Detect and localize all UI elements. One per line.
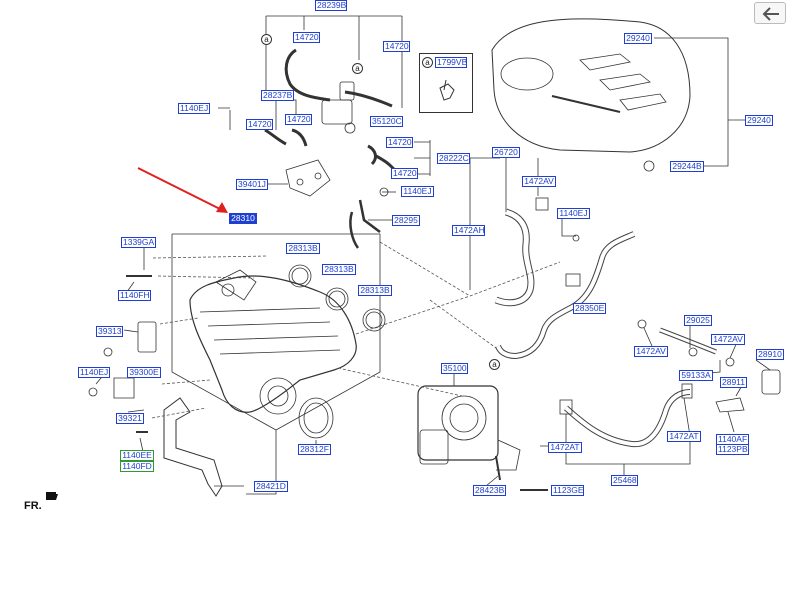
part-tag-1472AV[interactable]: 1472AV (522, 176, 556, 187)
part-tag-28237B[interactable]: 28237B (261, 90, 294, 101)
back-button[interactable] (754, 2, 786, 24)
part-tag-28313B[interactable]: 28313B (322, 264, 356, 275)
front-direction-label: FR. (24, 500, 42, 512)
clip-icon (439, 79, 455, 101)
part-tag-1472AV[interactable]: 1472AV (711, 334, 745, 345)
part-tag-1472AT[interactable]: 1472AT (548, 442, 582, 453)
part-tag-1140EJ[interactable]: 1140EJ (401, 186, 434, 197)
part-tag-59133A[interactable]: 59133A (679, 370, 713, 381)
red-arrow-pointer (137, 167, 228, 213)
part-tag-14720[interactable]: 14720 (246, 119, 273, 130)
circle-marker-a: a (422, 57, 433, 68)
part-tag-14720[interactable]: 14720 (386, 137, 413, 148)
part-tag-28310-highlighted[interactable]: 28310 (229, 213, 257, 224)
circle-marker-a: a (489, 359, 500, 370)
part-tag-1140EE[interactable]: 1140EE (120, 450, 154, 461)
part-tag-28421D[interactable]: 28421D (254, 481, 288, 492)
part-tag-14720[interactable]: 14720 (383, 41, 410, 52)
part-tag-1140EJ[interactable]: 1140EJ (557, 208, 590, 219)
part-tag-1799VB[interactable]: 1799VB (435, 57, 468, 68)
part-tag-14720[interactable]: 14720 (391, 168, 418, 179)
part-tag-25468[interactable]: 25468 (611, 475, 638, 486)
part-tag-1339GA[interactable]: 1339GA (121, 237, 156, 248)
part-tag-1140FD[interactable]: 1140FD (120, 461, 154, 472)
part-tag-29240[interactable]: 29240 (745, 115, 773, 126)
part-tag-1140FH[interactable]: 1140FH (118, 290, 151, 301)
part-tag-29244B[interactable]: 29244B (670, 161, 704, 172)
arrow-left-icon (762, 7, 779, 21)
part-tag-1123PB[interactable]: 1123PB (716, 444, 749, 455)
part-tag-39313[interactable]: 39313 (96, 326, 123, 337)
part-tag-39321[interactable]: 39321 (116, 413, 144, 424)
part-tag-28312F[interactable]: 28312F (298, 444, 331, 455)
part-tag-28423B[interactable]: 28423B (473, 485, 506, 496)
part-tag-28911[interactable]: 28911 (720, 377, 747, 388)
part-tag-28295[interactable]: 28295 (392, 215, 420, 226)
part-tag-28313B[interactable]: 28313B (286, 243, 320, 254)
circle-marker-a: a (352, 63, 363, 74)
part-tag-1140EJ[interactable]: 1140EJ (78, 367, 110, 378)
part-tag-35100[interactable]: 35100 (441, 363, 468, 374)
part-tag-1140EJ[interactable]: 1140EJ (178, 103, 210, 114)
part-tag-28239B[interactable]: 28239B (315, 0, 347, 11)
part-tag-28313B[interactable]: 28313B (358, 285, 392, 296)
part-tag-14720[interactable]: 14720 (293, 32, 320, 43)
part-tag-26720[interactable]: 26720 (492, 147, 520, 158)
part-tag-28222C[interactable]: 28222C (437, 153, 470, 164)
part-tag-14720[interactable]: 14720 (285, 114, 312, 125)
part-tag-35120C[interactable]: 35120C (370, 116, 403, 127)
part-tag-29240[interactable]: 29240 (624, 33, 652, 44)
part-tag-1123GE[interactable]: 1123GE (551, 485, 584, 496)
circle-marker-a: a (261, 34, 272, 45)
part-tag-29025[interactable]: 29025 (684, 315, 712, 326)
part-tag-39401J[interactable]: 39401J (236, 179, 268, 190)
part-tag-1472AH[interactable]: 1472AH (452, 225, 485, 236)
part-tag-28910[interactable]: 28910 (756, 349, 784, 360)
part-tag-1472AV[interactable]: 1472AV (634, 346, 668, 357)
part-tag-28350E[interactable]: 28350E (573, 303, 606, 314)
part-tag-39300E[interactable]: 39300E (127, 367, 161, 378)
part-tag-1472AT[interactable]: 1472AT (667, 431, 701, 442)
